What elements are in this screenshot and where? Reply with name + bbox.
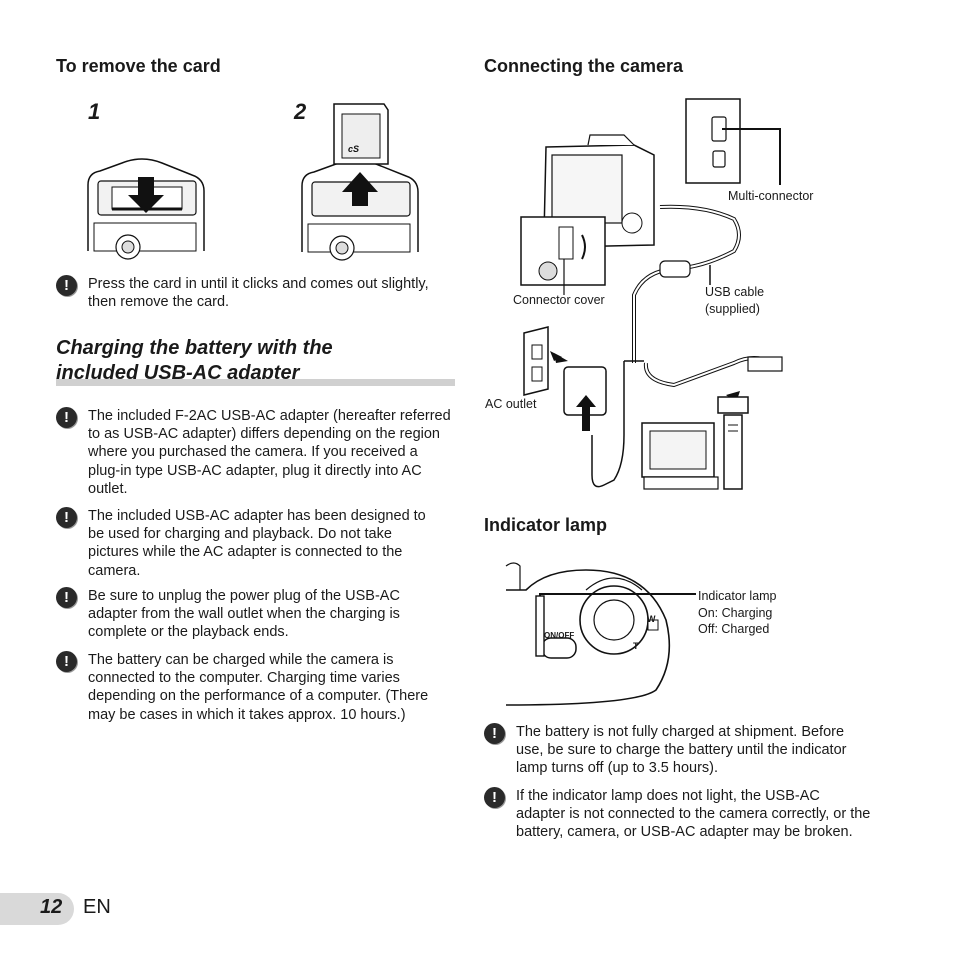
exclamation-caution-icon: !	[484, 787, 505, 808]
zoom-w-label: W	[647, 614, 656, 624]
page-number: 12	[40, 896, 63, 918]
page-number-tab	[0, 893, 74, 925]
charging-heading-line1: Charging the battery with the	[56, 337, 333, 359]
exclamation-caution-icon: !	[484, 723, 505, 744]
step-2-illustration: ᴄS	[301, 103, 419, 261]
exclamation-caution-icon: !	[56, 651, 77, 672]
note-text: The included USB-AC adapter has been des…	[88, 508, 426, 579]
ac-outlet-label: AC outlet	[485, 397, 537, 411]
indicator-on-label: On: Charging	[698, 606, 773, 620]
note-text: The battery can be charged while the cam…	[88, 652, 429, 723]
note-text: If the indicator lamp does not light, th…	[516, 788, 871, 841]
language-label: EN	[83, 896, 111, 918]
connection-diagram	[520, 98, 783, 490]
note-text: Be sure to unplug the power plug of the …	[88, 588, 400, 641]
exclamation-caution-icon: !	[56, 407, 77, 428]
usb-cable-label-line2: (supplied)	[705, 302, 760, 316]
charging-heading-line2: included USB-AC adapter	[56, 362, 300, 384]
exclamation-caution-icon: !	[56, 275, 77, 296]
connecting-heading: Connecting the camera	[484, 56, 684, 76]
connector-cover-label: Connector cover	[513, 293, 605, 307]
on-off-button-label: ON/OFF	[544, 631, 575, 640]
remove-card-heading: To remove the card	[56, 56, 221, 76]
step-2-number: 2	[294, 99, 307, 124]
indicator-lamp-label: Indicator lamp	[698, 589, 777, 603]
indicator-off-label: Off: Charged	[698, 622, 770, 636]
step-1-illustration	[87, 158, 205, 260]
usb-cable-label-line1: USB cable	[705, 285, 765, 299]
indicator-lamp-diagram	[505, 562, 696, 706]
heading-rule	[56, 379, 455, 386]
exclamation-caution-icon: !	[56, 507, 77, 528]
indicator-lamp-heading: Indicator lamp	[484, 515, 608, 535]
exclamation-caution-icon: !	[56, 587, 77, 608]
svg-text:ᴄS: ᴄS	[348, 144, 359, 154]
note-text: The included F-2AC USB-AC adapter (herea…	[88, 408, 451, 497]
multi-connector-label: Multi-connector	[728, 189, 814, 203]
step-1-number: 1	[88, 99, 101, 124]
note-text: Press the card in until it clicks and co…	[88, 276, 429, 311]
zoom-t-label: T	[633, 641, 639, 651]
note-text: The battery is not fully charged at ship…	[516, 724, 847, 777]
